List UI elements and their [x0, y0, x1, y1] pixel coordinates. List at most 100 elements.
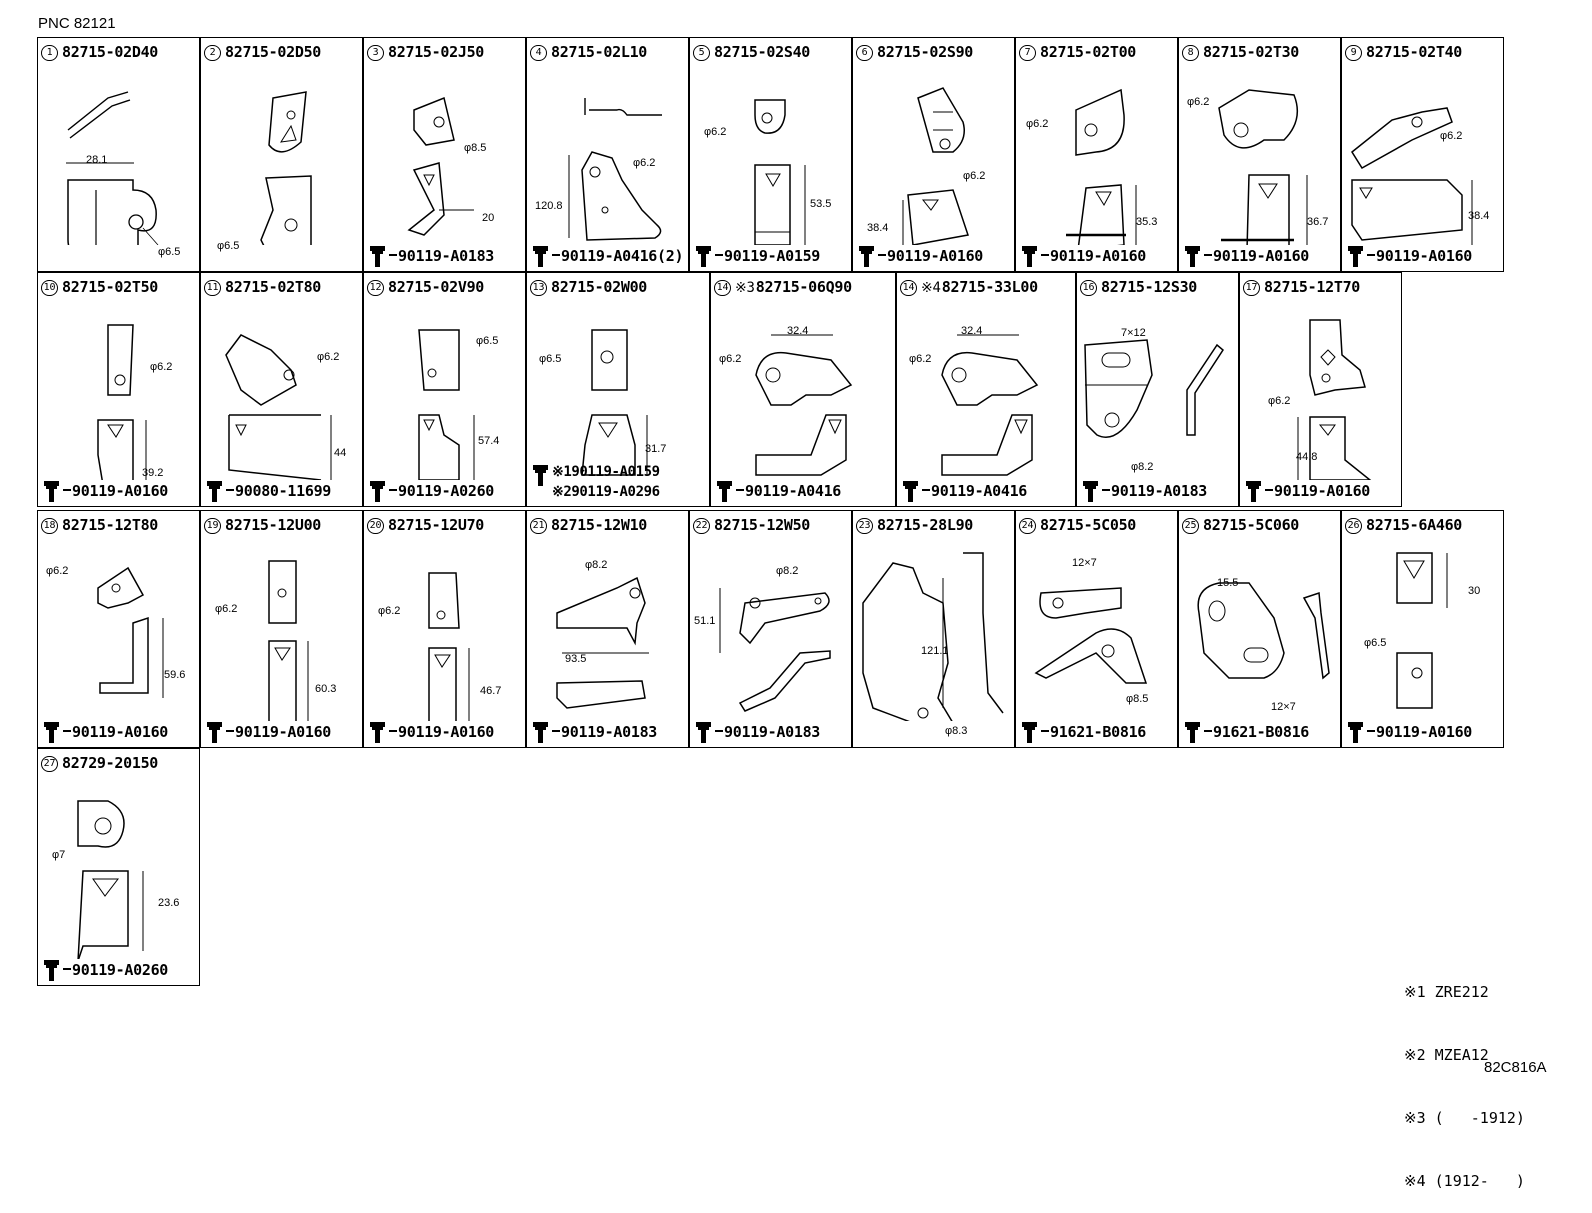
bolt-icon: [532, 245, 549, 268]
part-drawing: [1066, 88, 1137, 245]
part-drawing: [556, 576, 649, 709]
part-drawing: [428, 572, 470, 721]
part-number: 82715-02T40: [1366, 43, 1463, 61]
dimension-label: 30: [1468, 585, 1481, 597]
bolt-icon: [1021, 245, 1038, 268]
dimension-label: 120.8: [535, 200, 563, 212]
bolt-part-number: 90119-A0416: [922, 482, 1027, 500]
dimension-label: 53.5: [810, 198, 832, 210]
dimension-label: 15.5: [1217, 577, 1239, 589]
bolt-part-number: 90119-A0160: [389, 723, 494, 741]
bolt-part-number: 90119-A0160: [1204, 247, 1309, 265]
legend-item: ※1 ZRE212: [1404, 983, 1489, 1001]
part-number: 82715-12T80: [62, 516, 159, 534]
part-drawing: [568, 98, 662, 241]
bolt-icon: [1245, 480, 1262, 503]
bolt-icon: [1347, 721, 1364, 744]
part-drawing: [225, 334, 332, 480]
dimension-label: 7×12: [1121, 327, 1146, 339]
part-drawing: [1084, 339, 1224, 438]
bolt-part-number: 90119-A0416: [736, 482, 841, 500]
dimension-label: 32.4: [787, 325, 809, 337]
part-drawing: [418, 329, 475, 480]
part-number: 82715-02T80: [225, 278, 322, 296]
dimension-label: φ6.5: [539, 353, 562, 365]
legend-item: ※3 ( -1912): [1404, 1109, 1525, 1127]
bolt-part-number: ※290119-A0296: [552, 484, 660, 500]
dimension-label: φ6.2: [1187, 96, 1210, 108]
part-drawing: [755, 334, 853, 476]
dimension-label: φ8.2: [776, 565, 799, 577]
bolt-icon: [43, 480, 60, 503]
part-number: 82715-12T70: [1264, 278, 1361, 296]
part-number: 82715-12U00: [225, 516, 322, 534]
bolt-part-number: 90119-A0160: [1265, 482, 1370, 500]
legend-item: ※4 (1912- ): [1404, 1172, 1525, 1190]
dimension-label: φ6.5: [1364, 637, 1387, 649]
dimension-label: φ8.2: [1131, 461, 1154, 473]
part-drawing: [1197, 582, 1330, 680]
callout-number: 24: [1019, 518, 1036, 534]
dimension-label: φ6.2: [150, 361, 173, 373]
part-drawing: [719, 588, 831, 712]
bolt-part-number: 90119-A0183: [1102, 482, 1207, 500]
part-drawing: [1034, 587, 1148, 684]
dimension-label: φ8.5: [1126, 693, 1149, 705]
pnc-label: PNC 82121: [38, 15, 116, 32]
callout-number: 25: [1182, 518, 1199, 534]
part-drawing: [941, 334, 1039, 476]
dimension-label: 20: [482, 212, 495, 224]
dimension-label: φ8.3: [945, 725, 968, 737]
dimension-label: φ6.2: [704, 126, 727, 138]
part-drawing: [1396, 552, 1448, 709]
bolt-part-number: 90119-A0160: [1041, 247, 1146, 265]
part-drawing: [754, 99, 806, 245]
part-number: 82715-02W00: [551, 278, 648, 296]
illustration-code: 82C816A: [1484, 1059, 1547, 1076]
bolt-part-number: 90119-A0260: [389, 482, 494, 500]
callout-number: 13: [530, 280, 547, 296]
bolt-part-number: 90119-A0160: [226, 723, 331, 741]
dimension-label: 12×7: [1072, 557, 1097, 569]
bolt-part-number: 90119-A0159: [715, 247, 820, 265]
dimension-label: φ6.5: [158, 246, 181, 258]
part-number: 82715-02J50: [388, 43, 485, 61]
part-drawing: [862, 552, 1004, 721]
callout-number: 26: [1345, 518, 1362, 534]
part-header: 14※482715-33L00: [900, 278, 1038, 296]
dimension-label: 23.6: [158, 897, 180, 909]
dimension-label: φ6.2: [633, 157, 656, 169]
dimension-label: φ6.2: [1268, 395, 1291, 407]
part-number: 82715-28L90: [877, 516, 974, 534]
part-number: 82715-12S30: [1101, 278, 1198, 296]
bolt-part-number: 90080-11699: [226, 482, 331, 500]
dimension-label: 38.4: [1468, 210, 1490, 222]
part-number: 82715-12U70: [388, 516, 485, 534]
bolt-icon: [1184, 721, 1201, 744]
callout-number: 1: [41, 45, 58, 61]
dimension-label: 44.8: [1296, 451, 1318, 463]
bolt-icon: [858, 245, 875, 268]
callout-number: 14: [714, 280, 731, 296]
